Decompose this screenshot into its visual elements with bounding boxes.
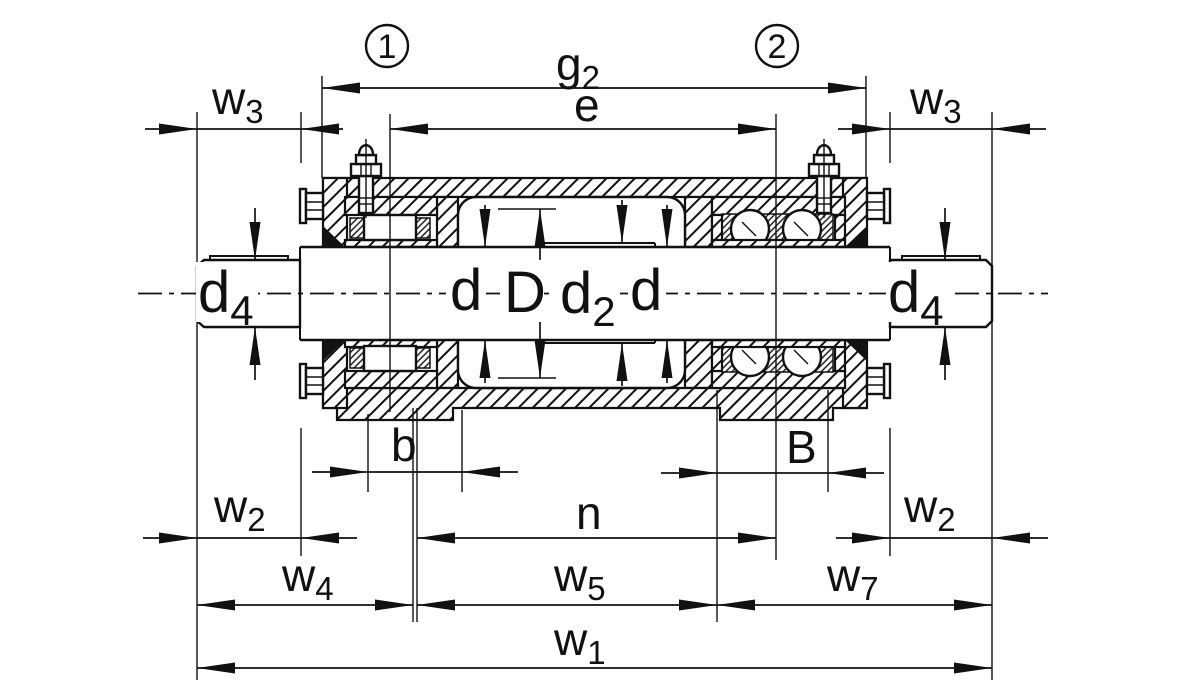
label-w2-right: w2 (903, 480, 956, 538)
label-b: b (391, 419, 417, 471)
bolt-lower-left (298, 362, 325, 400)
dimension-n: n (417, 487, 776, 544)
bearing2-outer-ring-bottom (710, 369, 847, 390)
label-w2-left: w2 (213, 480, 266, 538)
bearing1-cage-top-left (349, 217, 365, 239)
dimension-w1: w1 (197, 613, 992, 674)
ball-shading-1 (741, 221, 757, 237)
callout-1: 1 (364, 23, 410, 69)
extension-lines (196, 76, 993, 680)
bearing1-cage-bottom-left (349, 347, 365, 369)
label-d4-right: d4 (888, 260, 944, 334)
bearing1-outer-ring-bottom (343, 369, 439, 390)
callout-2: 2 (754, 23, 800, 69)
label-d4-left: d4 (198, 260, 254, 334)
label-d2: d2 (560, 261, 616, 335)
callout-1-number: 1 (378, 28, 397, 66)
label-g2: g2 (556, 38, 600, 96)
dimension-w4: w4 (197, 549, 413, 611)
dimension-w7: w7 (717, 549, 992, 611)
label-w7: w7 (826, 549, 879, 607)
housing-web-lower-left (435, 338, 460, 390)
dimension-d2 (616, 200, 628, 386)
dimension-d4-left (249, 208, 261, 380)
seal-lower-right (845, 340, 867, 361)
ball-shading-3 (741, 349, 757, 365)
dimension-d4-right (939, 208, 951, 380)
dimension-w5: w5 (417, 549, 717, 611)
ball-shading-2 (793, 221, 809, 237)
keyseat-left (209, 255, 289, 260)
label-D: D (504, 260, 546, 325)
grease-fitting-left (349, 139, 383, 218)
dimension-e: e (390, 79, 776, 135)
housing (321, 176, 869, 422)
dimension-w3-left: w3 (145, 72, 343, 135)
bearing1-cage-bottom-right (415, 347, 431, 369)
label-w3-left: w3 (211, 72, 264, 130)
seal-upper-left (323, 226, 345, 247)
dimension-g2: g2 (322, 38, 866, 96)
dimension-d-left (479, 205, 491, 383)
label-w3-right: w3 (909, 72, 962, 130)
label-d-right: d (630, 258, 662, 323)
label-w4: w4 (281, 549, 334, 607)
callout-2-circle (754, 23, 800, 69)
dimension-w2-left: w2 (143, 480, 357, 544)
label-n: n (576, 487, 602, 539)
dimension-w3-right: w3 (838, 72, 1046, 135)
bolt-upper-left (298, 187, 325, 225)
dimension-B: B (661, 421, 884, 479)
dimension-d-right (661, 205, 673, 383)
seal-lower-left (323, 340, 345, 361)
keyseat-right (901, 255, 981, 260)
label-d-left: d (450, 258, 482, 323)
seals (323, 226, 867, 361)
bolt-lower-right (865, 362, 892, 400)
clamp-bolts (298, 187, 892, 400)
bore-labels: d4 d4 d D d2 d (196, 258, 948, 335)
grease-fitting-right (807, 139, 841, 218)
callout-2-number: 2 (768, 28, 787, 66)
dimension-w2-right: w2 (836, 480, 1048, 544)
label-B: B (786, 421, 817, 473)
label-e: e (574, 79, 600, 131)
seal-upper-right (845, 226, 867, 247)
dimension-b: b (312, 419, 518, 478)
housing-web-upper-left (435, 195, 460, 249)
bolt-upper-right (865, 187, 892, 225)
bearing1-cage-top-right (415, 217, 431, 239)
label-w1: w1 (553, 613, 606, 671)
housing-top-plate (321, 176, 868, 199)
housing-web-lower-right (683, 338, 714, 390)
label-w5: w5 (553, 549, 606, 607)
callout-1-circle (364, 23, 410, 69)
ball-shading-4 (793, 349, 809, 365)
housing-web-upper-right (683, 195, 714, 249)
centerlines (138, 114, 1048, 560)
